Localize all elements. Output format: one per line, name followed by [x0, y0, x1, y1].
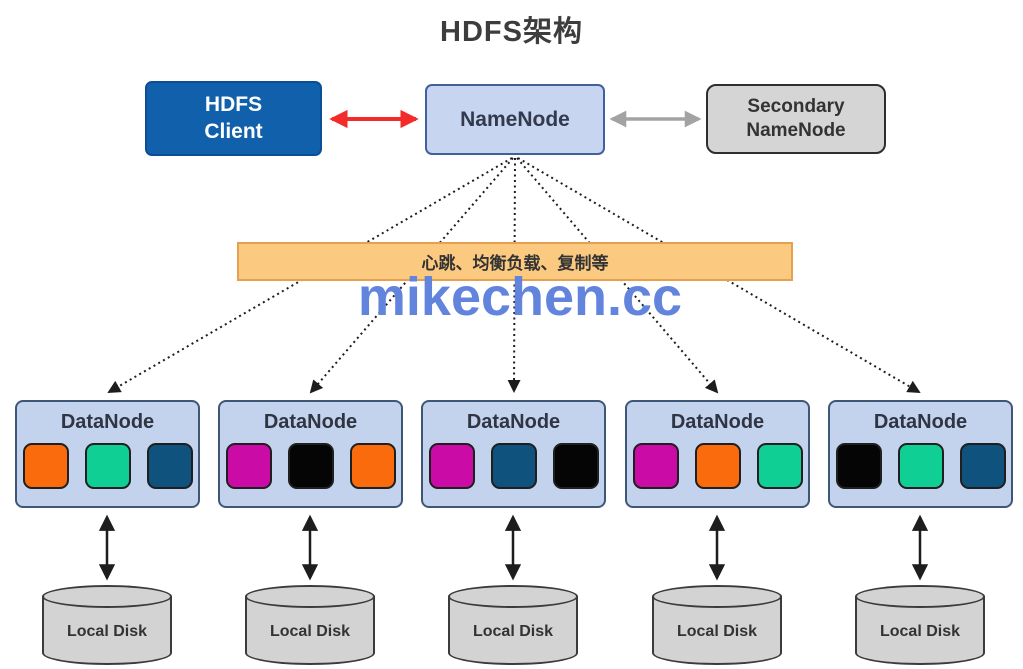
- hdfs-client-label-line1: HDFS: [204, 93, 263, 117]
- datanode-5: DataNode: [828, 400, 1013, 508]
- datanode-4-label: DataNode: [670, 411, 765, 433]
- data-block: [959, 443, 1006, 489]
- local-disk-3: Local Disk: [448, 585, 578, 665]
- datanode-4: DataNode: [625, 400, 810, 508]
- cylinder-top: [245, 585, 375, 608]
- datanode-2-blocks: [225, 443, 396, 489]
- data-block: [835, 443, 882, 489]
- datanode-1: DataNode: [15, 400, 200, 508]
- secondary-namenode-label-line1: Secondary: [747, 96, 845, 118]
- data-block: [632, 443, 679, 489]
- datanode-1-blocks: [22, 443, 193, 489]
- datanode-5-label: DataNode: [873, 411, 968, 433]
- local-disk-4: Local Disk: [652, 585, 782, 665]
- namenode-datanode1-dotted-arrow: [107, 157, 513, 393]
- secondary-namenode-node: Secondary NameNode: [706, 84, 886, 154]
- data-block: [552, 443, 599, 489]
- datanode-2-label: DataNode: [263, 411, 358, 433]
- local-disk-1: Local Disk: [42, 585, 172, 665]
- datanode-3-blocks: [428, 443, 599, 489]
- data-block: [84, 443, 131, 489]
- data-block: [756, 443, 803, 489]
- namenode-label: NameNode: [460, 107, 570, 131]
- diagram-title: HDFS架构: [440, 16, 583, 48]
- cylinder-top: [855, 585, 985, 608]
- local-disk-2-label: Local Disk: [269, 623, 351, 640]
- datanode-1-label: DataNode: [60, 411, 155, 433]
- data-block: [146, 443, 193, 489]
- local-disk-5-label: Local Disk: [879, 623, 961, 640]
- local-disk-5: Local Disk: [855, 585, 985, 665]
- namenode-datanode4-dotted-arrow: [516, 157, 719, 394]
- local-disk-4-label: Local Disk: [676, 623, 758, 640]
- local-disk-2: Local Disk: [245, 585, 375, 665]
- data-block: [349, 443, 396, 489]
- cylinder-top: [652, 585, 782, 608]
- data-block: [490, 443, 537, 489]
- hdfs-client-node: HDFS Client: [145, 81, 322, 156]
- datanode-2: DataNode: [218, 400, 403, 508]
- local-disk-3-label: Local Disk: [472, 623, 554, 640]
- datanode-3: DataNode: [421, 400, 606, 508]
- datanode-4-blocks: [632, 443, 803, 489]
- namenode-node: NameNode: [425, 84, 605, 155]
- data-block: [287, 443, 334, 489]
- datanode-5-blocks: [835, 443, 1006, 489]
- watermark: mikechen.cc: [357, 267, 683, 327]
- cylinder-top: [42, 585, 172, 608]
- data-block: [897, 443, 944, 489]
- hdfs-client-label-line2: Client: [204, 119, 263, 143]
- data-block: [22, 443, 69, 489]
- heartbeat-banner-label: 心跳、均衡负载、复制等: [421, 254, 609, 273]
- datanode-3-label: DataNode: [466, 411, 561, 433]
- secondary-namenode-label-line2: NameNode: [746, 120, 846, 141]
- heartbeat-banner: 心跳、均衡负载、复制等: [237, 242, 793, 281]
- data-block: [428, 443, 475, 489]
- data-block: [225, 443, 272, 489]
- cylinder-top: [448, 585, 578, 608]
- data-block: [694, 443, 741, 489]
- local-disk-1-label: Local Disk: [66, 623, 148, 640]
